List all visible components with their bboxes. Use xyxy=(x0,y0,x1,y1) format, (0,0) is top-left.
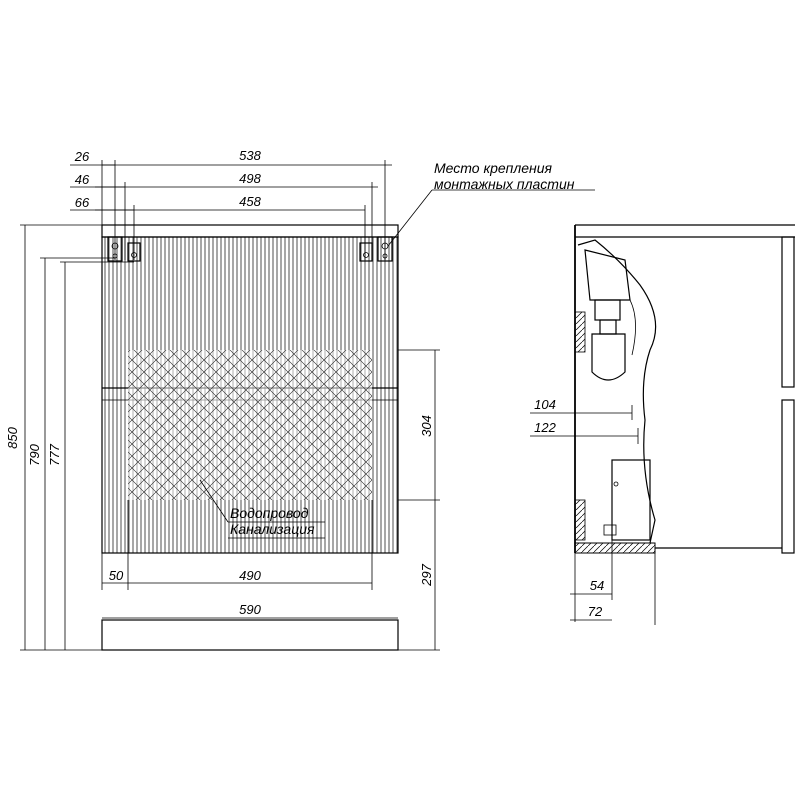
drawer-dimensions: 304 297 xyxy=(398,349,440,651)
dim-850: 850 xyxy=(5,426,20,448)
dim-304: 304 xyxy=(419,415,434,437)
countertop xyxy=(101,224,399,238)
callout-mounting-line1: Место крепления xyxy=(434,160,553,176)
side-dimensions: 104 122 54 72 xyxy=(530,397,656,625)
dim-498: 498 xyxy=(239,171,261,186)
dim-538: 538 xyxy=(239,148,261,163)
callout-mounting-line2: монтажных пластин xyxy=(434,176,575,192)
sink-profile xyxy=(577,239,657,544)
dim-50: 50 xyxy=(109,568,124,583)
dim-777: 777 xyxy=(47,443,62,465)
dim-790: 790 xyxy=(27,443,42,465)
front-view xyxy=(101,224,399,651)
base-outline xyxy=(101,619,399,651)
dim-297: 297 xyxy=(419,563,434,586)
dim-46: 46 xyxy=(75,172,90,187)
plumbing-box xyxy=(611,459,651,541)
bottom-dimensions: 50 490 590 xyxy=(101,500,398,619)
side-front-upper xyxy=(781,236,795,388)
side-front-lower xyxy=(781,399,795,554)
dim-72: 72 xyxy=(588,604,603,619)
side-view xyxy=(574,224,795,554)
dim-66: 66 xyxy=(75,195,90,210)
dim-490: 490 xyxy=(239,568,261,583)
dim-458: 458 xyxy=(239,194,261,209)
dim-590: 590 xyxy=(239,602,261,617)
top-dimensions: 538 498 458 26 46 66 xyxy=(70,148,392,260)
callouts: Место крепления монтажных пластин Водопр… xyxy=(199,160,595,539)
dim-26: 26 xyxy=(74,149,90,164)
dim-104: 104 xyxy=(534,397,556,412)
callout-sewer: Канализация xyxy=(230,521,315,537)
dim-122: 122 xyxy=(534,420,556,435)
callout-water: Водопровод xyxy=(230,505,309,521)
dim-54: 54 xyxy=(590,578,604,593)
side-bottom-shelf xyxy=(574,542,656,554)
siphon xyxy=(584,249,636,381)
height-dimensions: 850 790 777 xyxy=(5,224,134,651)
